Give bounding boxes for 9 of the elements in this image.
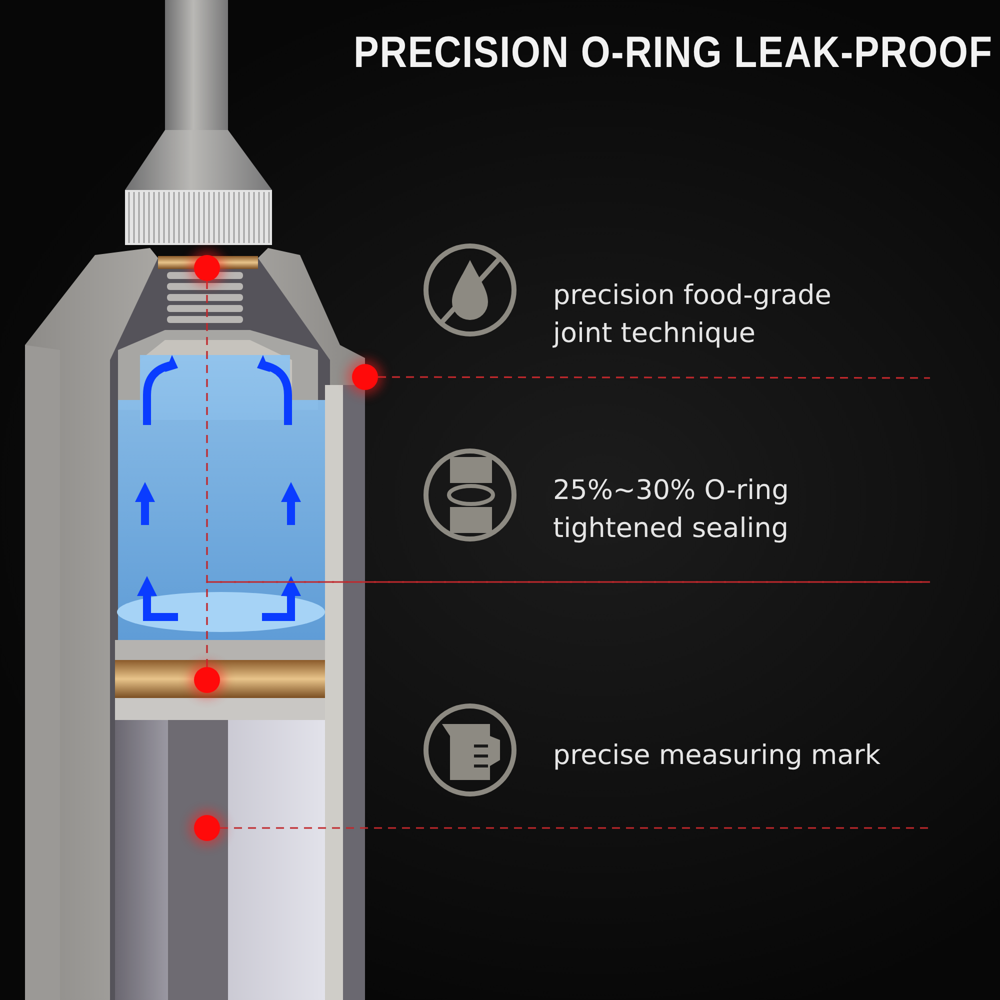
leader-line	[220, 827, 930, 829]
leader-line	[206, 281, 930, 583]
leader-line	[206, 581, 930, 667]
circle-marker	[352, 364, 378, 390]
title: PRECISION O-RING LEAK-PROOF	[354, 28, 990, 78]
leader-line	[378, 376, 930, 379]
feature-text: 25%~30% O-ring tightened sealing	[553, 474, 790, 546]
feature-text: precise measuring mark	[553, 739, 882, 773]
feature-text: precision food-grade joint technique	[553, 279, 832, 351]
